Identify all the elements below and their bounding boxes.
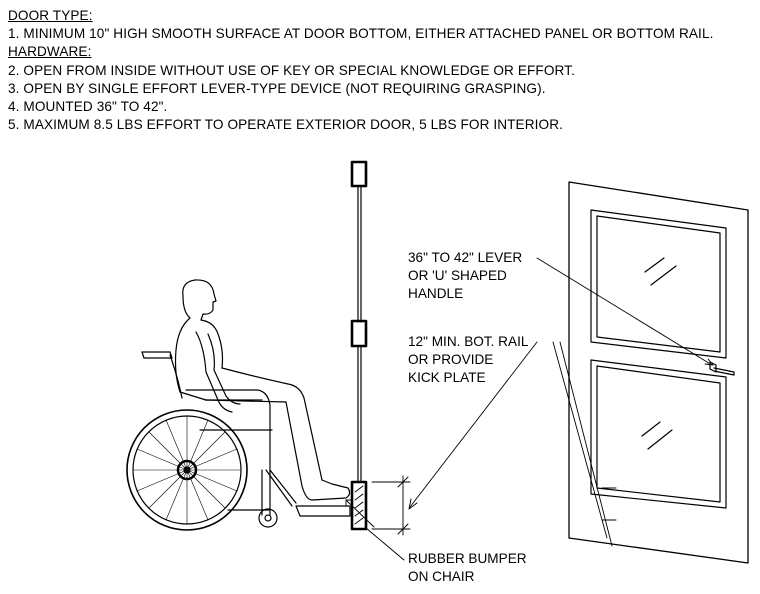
door-elevation <box>568 181 749 564</box>
notes-block: DOOR TYPE: 1. MINIMUM 10" HIGH SMOOTH SU… <box>8 7 713 134</box>
kick-plate-hatch <box>354 485 364 525</box>
door-section <box>350 160 368 531</box>
note-5: 5. MAXIMUM 8.5 LBS EFFORT TO OPERATE EXT… <box>8 117 563 133</box>
lever-callout-line-2: OR 'U' SHAPED <box>408 268 507 284</box>
rail-dimension <box>371 475 411 536</box>
note-1: 1. MINIMUM 10" HIGH SMOOTH SURFACE AT DO… <box>8 26 714 42</box>
lever-callout-line-1: 36" TO 42" LEVER <box>408 250 523 265</box>
note-2: 2. OPEN FROM INSIDE WITHOUT USE OF KEY O… <box>8 62 575 78</box>
wheelchair <box>126 351 351 531</box>
lever-callout: 36" TO 42" LEVER OR 'U' SHAPED HANDLE <box>408 249 522 304</box>
rail-callout: 12" MIN. BOT. RAIL OR PROVIDE KICK PLATE <box>408 333 528 388</box>
note-4: 4. MOUNTED 36" TO 42". <box>8 99 168 115</box>
leader-lines <box>345 257 714 561</box>
lever-callout-line-3: HANDLE <box>408 286 464 302</box>
bumper-callout-line-1: RUBBER BUMPER <box>408 551 527 566</box>
person <box>174 279 351 501</box>
rail-callout-line-1: 12" MIN. BOT. RAIL <box>408 334 529 349</box>
bumper-callout-line-2: ON CHAIR <box>408 569 475 585</box>
note-3: 3. OPEN BY SINGLE EFFORT LEVER-TYPE DEVI… <box>8 80 546 96</box>
rail-callout-line-2: OR PROVIDE <box>408 352 494 368</box>
bumper-callout: RUBBER BUMPER ON CHAIR <box>408 550 527 586</box>
rail-callout-line-3: KICK PLATE <box>408 370 486 386</box>
hardware-heading: HARDWARE: <box>8 44 92 60</box>
door-type-heading: DOOR TYPE: <box>8 8 93 23</box>
